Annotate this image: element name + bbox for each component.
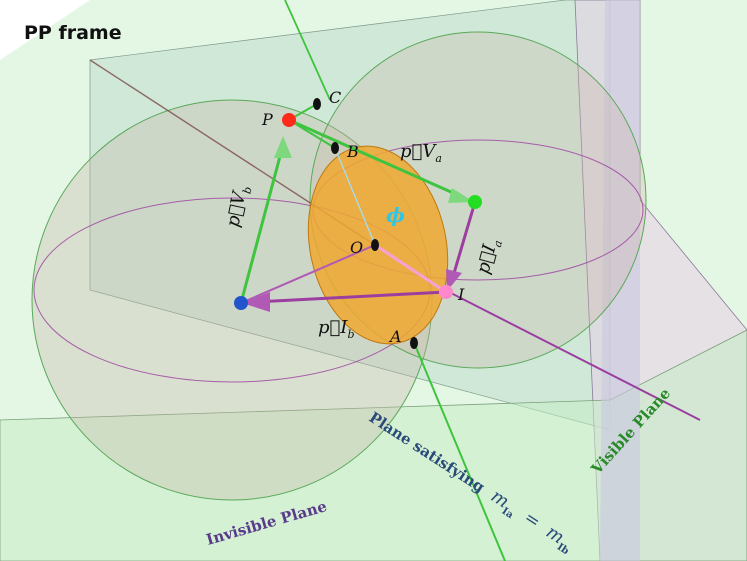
- vector-pVa-head: [448, 188, 474, 203]
- point-Va: [468, 195, 482, 209]
- point-I: [439, 285, 453, 299]
- point-B: [331, 142, 339, 154]
- segment-OI: [374, 243, 447, 294]
- vector-pIb: [254, 290, 447, 304]
- green-line-top: [284, 0, 331, 101]
- label-A: A: [388, 327, 402, 346]
- label-O: O: [350, 238, 363, 257]
- frame-title: PP frame: [24, 22, 122, 44]
- label-I: I: [457, 285, 465, 304]
- label-C: C: [329, 88, 341, 107]
- label-B: B: [346, 142, 359, 161]
- point-C: [313, 98, 321, 110]
- point-O: [371, 239, 379, 251]
- label-pVa: p⃗Va: [400, 141, 442, 165]
- vertical-plane: [600, 0, 640, 561]
- vector-pVb-head: [274, 136, 292, 158]
- segment-PB: [288, 119, 336, 149]
- segment-OVb: [240, 244, 376, 304]
- point-Vb: [234, 296, 248, 310]
- vector-pVb: [239, 144, 285, 304]
- point-A: [410, 337, 418, 349]
- vector-pIa: [450, 201, 477, 281]
- lower-plane: [0, 329, 747, 561]
- axis-line-2: [444, 289, 701, 421]
- vector-pIb-head: [242, 292, 270, 312]
- vector-pIa-head: [446, 269, 462, 291]
- label-pIb: p⃗Ib: [318, 317, 354, 341]
- green-line-bottom: [414, 344, 506, 561]
- label-phi: ϕ: [386, 203, 405, 227]
- phi-line: [334, 147, 376, 246]
- vector-pVa: [288, 118, 461, 198]
- label-P: P: [261, 110, 273, 129]
- point-P: [282, 113, 296, 127]
